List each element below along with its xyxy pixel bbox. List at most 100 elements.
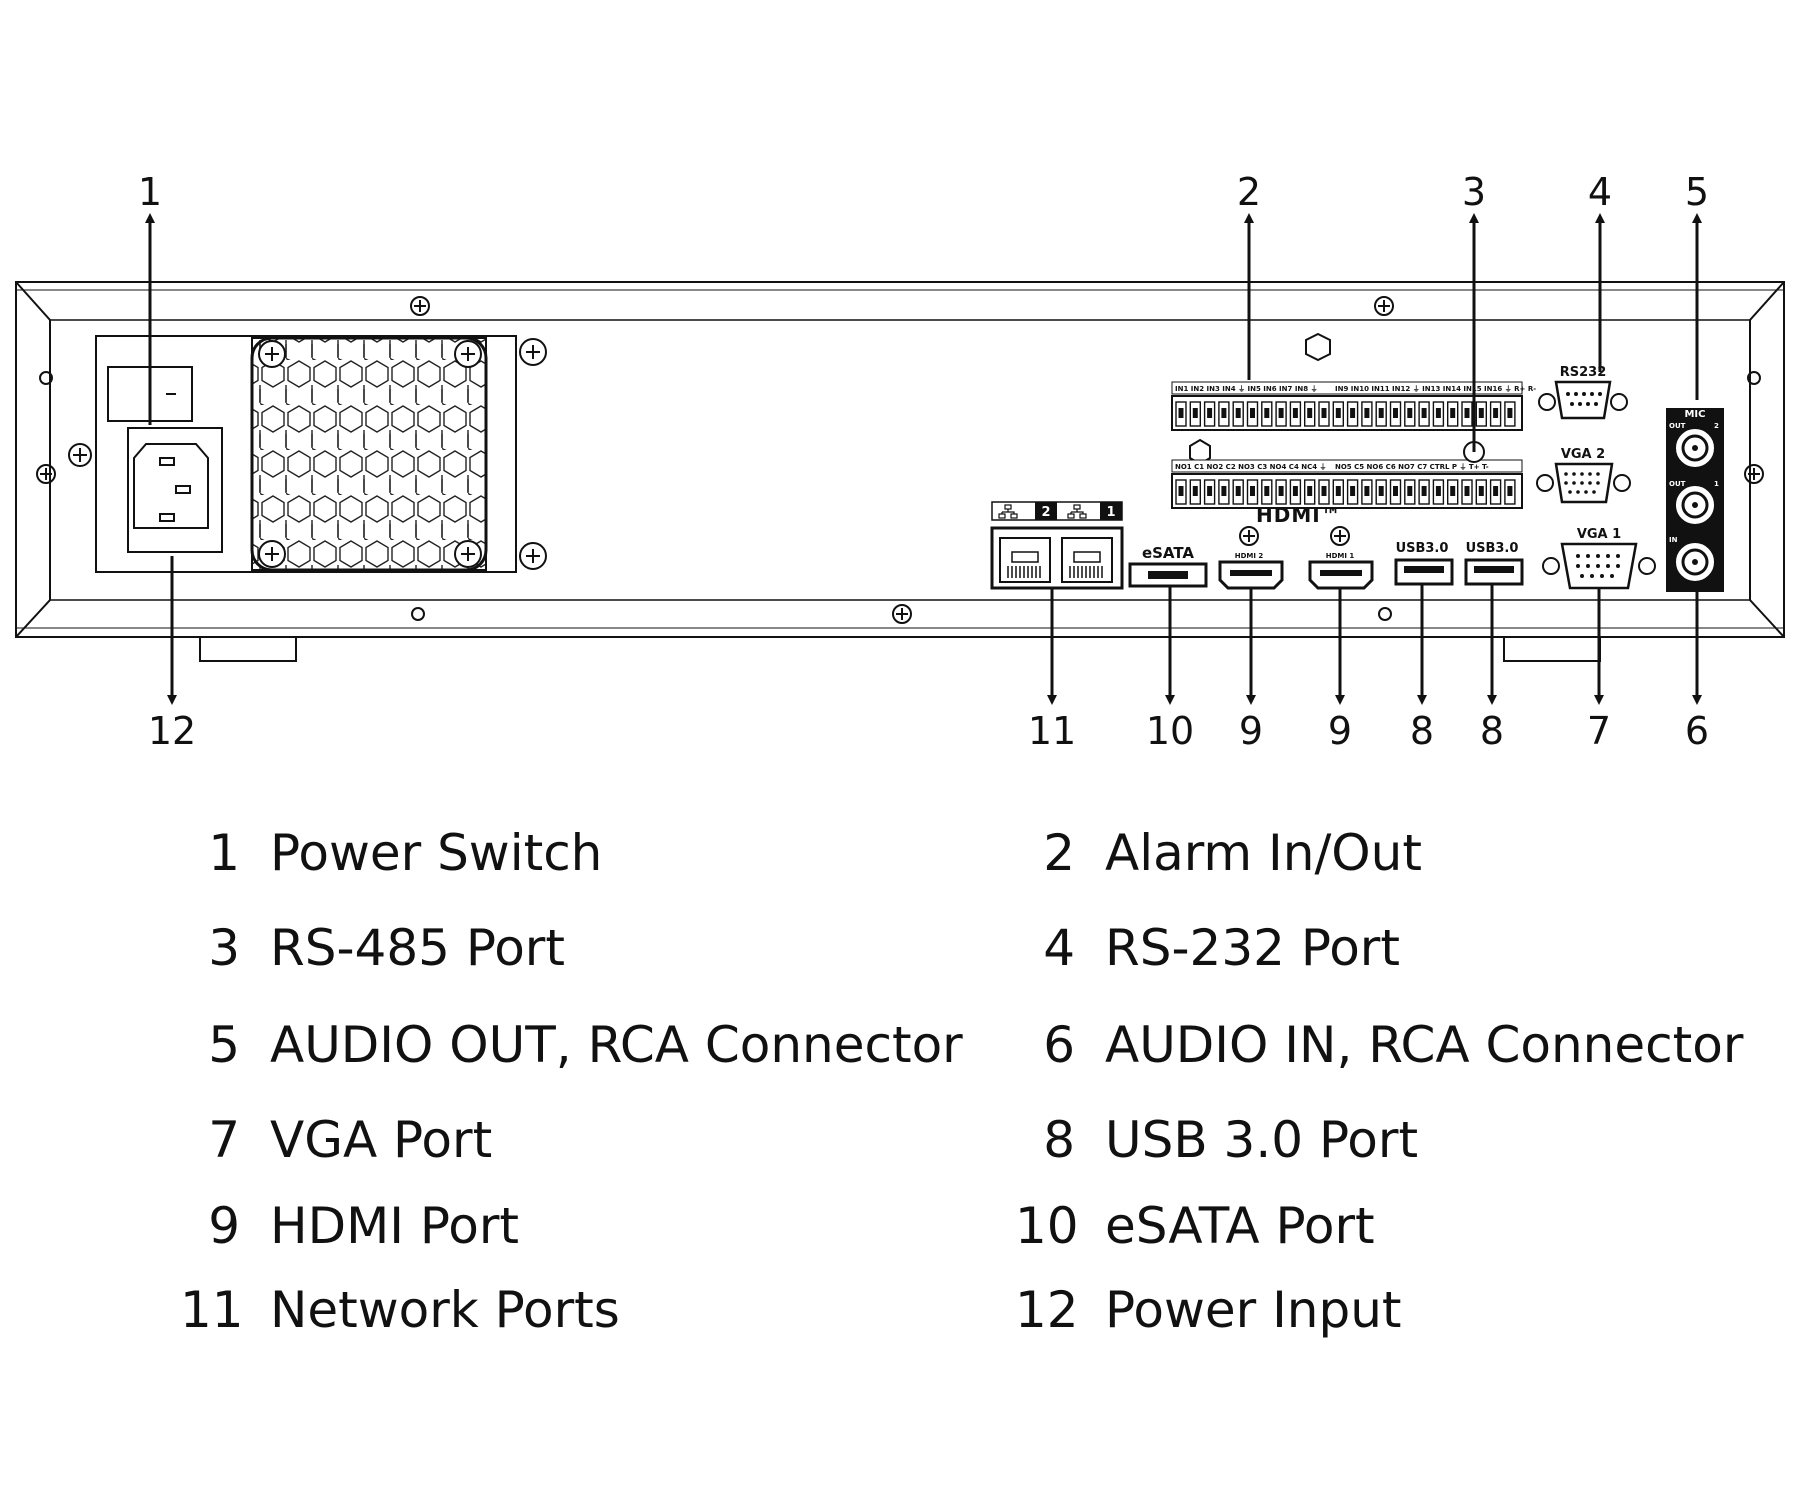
terminal-screw (1278, 408, 1284, 418)
rs232-port[interactable]: RS232 (1538, 365, 1628, 420)
terminal-screw (1207, 408, 1213, 418)
screw-icon (36, 296, 1764, 624)
callout-number: 5 (1685, 170, 1709, 214)
callout-number: 8 (1480, 709, 1504, 753)
terminal-screw (1221, 408, 1227, 418)
usb3-port-b[interactable]: USB3.0 (1464, 541, 1524, 586)
svg-text:1: 1 (1714, 480, 1719, 488)
svg-text:1: 1 (1106, 505, 1115, 520)
hdmi1-port[interactable]: HDMI 1 (1308, 526, 1374, 590)
terminal-screw (1464, 408, 1470, 418)
terminal-screw (1321, 408, 1327, 418)
legend-label: RS-485 Port (270, 919, 565, 977)
chassis (15, 281, 1785, 662)
terminal-screw (1307, 486, 1313, 496)
legend-label: AUDIO OUT, RCA Connector (270, 1016, 963, 1074)
svg-text:HDMI 2: HDMI 2 (1235, 552, 1264, 560)
callout-number: 8 (1410, 709, 1434, 753)
hdmi2-port[interactable]: HDMI 2 (1218, 526, 1284, 590)
usb3-port-a[interactable]: USB3.0 (1394, 541, 1454, 586)
terminal-screw (1178, 486, 1184, 496)
terminal-screw (1364, 408, 1370, 418)
terminal-screw (1435, 486, 1441, 496)
svg-text:USB3.0: USB3.0 (1396, 541, 1449, 556)
svg-text:VGA 1: VGA 1 (1577, 527, 1621, 542)
legend-number: 6 (1043, 1016, 1075, 1074)
terminal-screw (1493, 486, 1499, 496)
power-input-socket (127, 427, 223, 553)
legend-number: 1 (208, 824, 240, 882)
esata-port[interactable]: eSATA (1128, 544, 1208, 588)
terminal-screw (1478, 486, 1484, 496)
vga2-port[interactable]: VGA 2 (1536, 447, 1631, 504)
svg-text:IN1 IN2 IN3 IN4 ⏚ IN5 IN6 IN7: IN1 IN2 IN3 IN4 ⏚ IN5 IN6 IN7 IN8 ⏚ (1175, 385, 1318, 393)
legend-label: Power Input (1105, 1281, 1402, 1339)
terminal-screw (1292, 408, 1298, 418)
fan-grille (250, 336, 547, 572)
svg-text:2: 2 (1714, 422, 1719, 430)
legend-label: Network Ports (270, 1281, 620, 1339)
svg-text:2: 2 (1041, 505, 1050, 520)
legend-label: eSATA Port (1105, 1197, 1375, 1255)
callout-number: 9 (1239, 709, 1263, 753)
callout-number: 11 (1028, 709, 1076, 753)
terminal-screw (1207, 486, 1213, 496)
terminal-screw (1350, 486, 1356, 496)
terminal-screw (1507, 408, 1513, 418)
audio-out-1-rca[interactable] (1674, 484, 1716, 526)
legend-number: 10 (1015, 1197, 1079, 1255)
callout-number: 9 (1328, 709, 1352, 753)
audio-block: MIC OUT 2 OUT 1 IN (1666, 408, 1724, 592)
terminal-screw (1407, 408, 1413, 418)
legend-label: USB 3.0 Port (1105, 1111, 1419, 1169)
legend-number: 5 (208, 1016, 240, 1074)
network-ports[interactable]: 2 1 (990, 501, 1124, 590)
terminal-screw (1264, 486, 1270, 496)
audio-out-2-rca[interactable] (1674, 427, 1716, 469)
svg-text:MIC: MIC (1684, 409, 1705, 420)
terminal-screw (1278, 486, 1284, 496)
terminal-screw (1393, 408, 1398, 418)
legend-number: 4 (1043, 919, 1075, 977)
terminal-screw (1250, 408, 1255, 418)
terminal-screw (1335, 408, 1341, 418)
terminal-screw (1221, 486, 1227, 496)
terminal-screw (1321, 486, 1327, 496)
svg-text:USB3.0: USB3.0 (1466, 541, 1519, 556)
terminal-screw (1464, 486, 1470, 496)
terminal-screw (1350, 408, 1356, 418)
terminal-screw (1478, 408, 1484, 418)
terminal-screw (1192, 486, 1198, 496)
legend-label: HDMI Port (270, 1197, 519, 1255)
alarm-terminals: IN1 IN2 IN3 IN4 ⏚ IN5 IN6 IN7 IN8 ⏚ IN9 … (1171, 381, 1536, 527)
terminal-screw (1250, 486, 1255, 496)
audio-in-rca[interactable] (1674, 541, 1716, 583)
terminal-screw (1192, 408, 1198, 418)
terminal-screw (1421, 408, 1427, 418)
terminal-screw (1292, 486, 1298, 496)
svg-text:VGA 2: VGA 2 (1561, 447, 1605, 462)
vga1-port[interactable]: VGA 1 (1542, 527, 1656, 590)
legend-number: 7 (208, 1111, 240, 1169)
svg-text:IN9 IN10 IN11 IN12 ⏚ IN13 IN14: IN9 IN10 IN11 IN12 ⏚ IN13 IN14 IN15 IN16… (1335, 385, 1536, 393)
terminal-screw (1264, 408, 1270, 418)
svg-text:NO1 C1 NO2 C2 NO3 C3 NO4 C4 NC: NO1 C1 NO2 C2 NO3 C3 NO4 C4 NC4 ⏚ (1175, 463, 1327, 471)
callout-arrows (145, 213, 1702, 705)
terminal-screw (1421, 486, 1427, 496)
terminal-screw (1307, 408, 1313, 418)
terminal-screw (1178, 408, 1184, 418)
callout-number: 12 (148, 709, 196, 753)
rear-panel-diagram: IN1 IN2 IN3 IN4 ⏚ IN5 IN6 IN7 IN8 ⏚ IN9 … (15, 170, 1785, 753)
legend-label: Alarm In/Out (1105, 824, 1422, 882)
legend-label: Power Switch (270, 824, 603, 882)
